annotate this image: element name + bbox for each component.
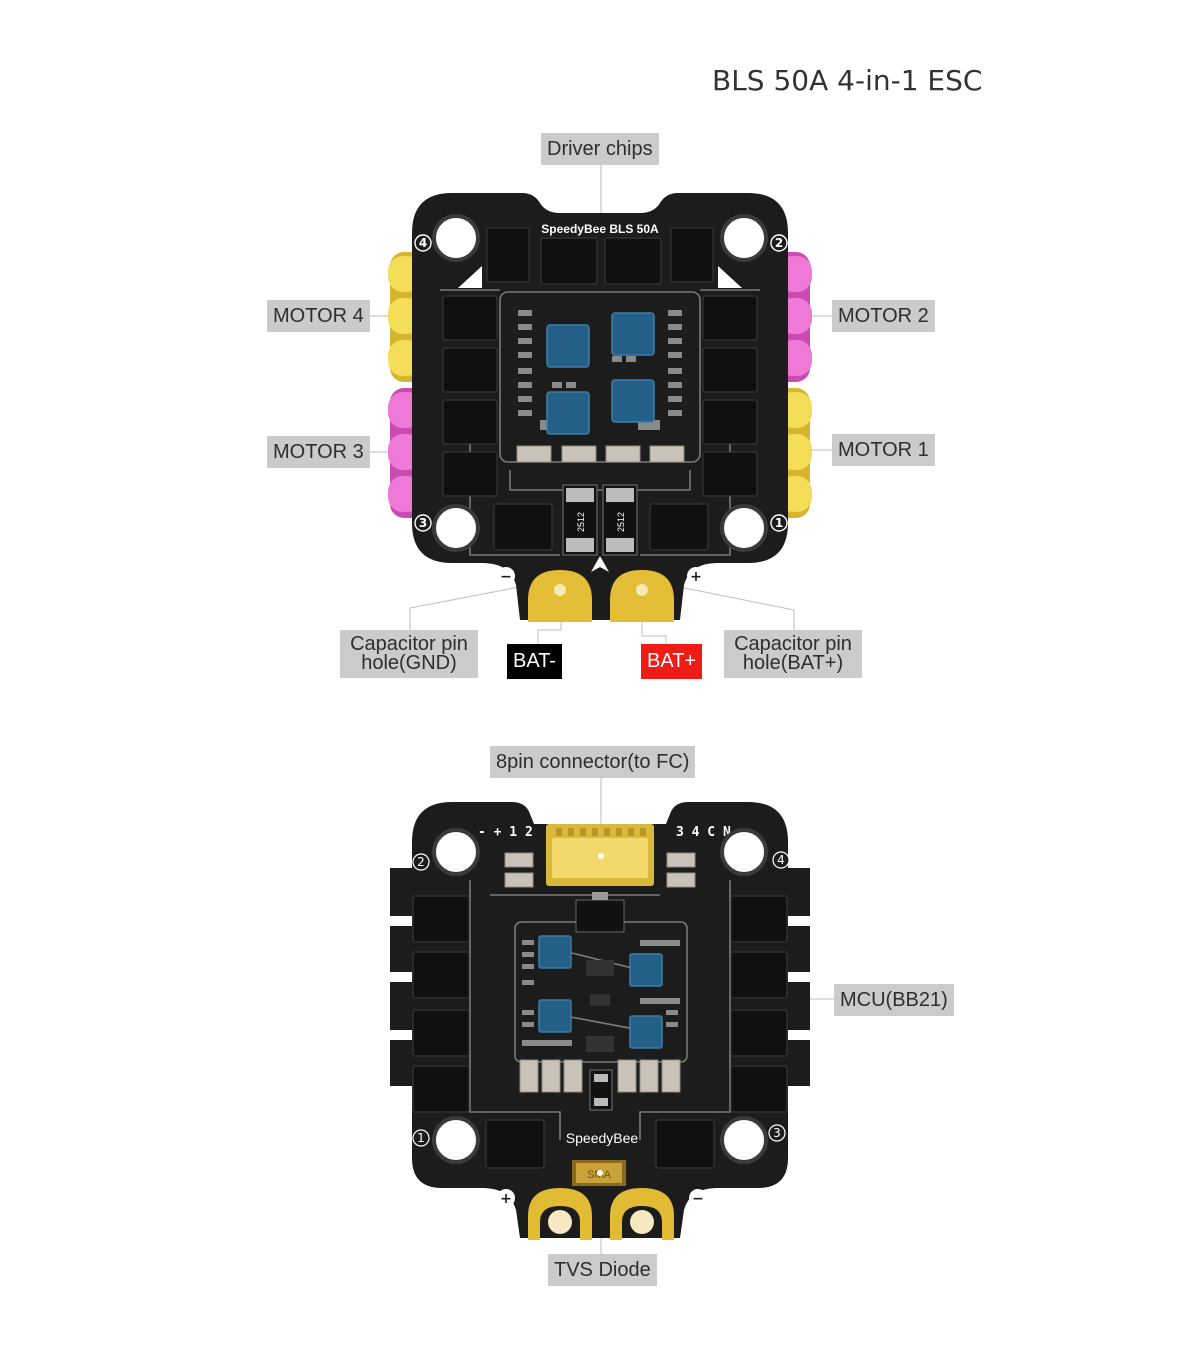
bottom-board: - + 1 2 3 4 C N 2 4 1 3 [390,775,836,1256]
bottom-center-part [589,1069,613,1111]
leader-cap-bat [659,582,795,630]
resistor-label-left: 2512 [576,512,586,532]
silk-right: 3 4 C N [676,825,731,840]
bat-plus-label: BAT+ [641,644,703,679]
top-caps-row [516,445,685,463]
callout-cap-gnd: Capacitor pin hole(GND) [340,630,478,678]
top-triangle-right [718,266,742,288]
top-smd-parts [518,310,682,430]
bottom-plus-icon: + [500,1191,512,1207]
top-corner-1: 1 [775,516,783,530]
top-mounting-holes [432,214,768,552]
cap-gnd-line2: hole(GND) [361,652,457,674]
cap-gnd-line1: Capacitor pin [350,633,468,655]
bottom-corner-2: 2 [417,855,425,869]
top-triangle-left [458,266,482,288]
callout-motor4: MOTOR 4 [267,300,370,332]
leader-cap-gnd [409,582,541,630]
bat-minus-label: BAT- [507,644,562,679]
mcu-chips [538,935,663,1049]
top-corner-4: 4 [419,236,427,250]
connector-caps [504,852,696,888]
callout-motor1: MOTOR 1 [832,434,935,466]
shunt-resistors: 2512 2512 [562,484,638,556]
bottom-battery-pads [528,1188,674,1240]
page-title: BLS 50A 4-in-1 ESC [712,64,983,97]
resistor-label-right: 2512 [616,512,626,532]
fc-connector [546,824,654,886]
top-corner-2: 2 [775,236,783,250]
top-mosfets [442,227,758,551]
top-minus-icon: − [500,569,512,585]
bottom-smd-parts [522,940,680,1052]
driver-chips [546,312,655,435]
callout-motor3: MOTOR 3 [267,436,370,468]
battery-pads [528,570,674,622]
bottom-mosfets [412,895,788,1169]
tvs-diode: SMA [572,1160,626,1186]
callout-cap-bat: Capacitor pin hole(BAT+) [724,630,862,678]
top-board: 4 2 3 1 SpeedyBee BLS 50A [364,163,834,644]
cap-bat-line2: hole(BAT+) [742,652,844,674]
bottom-mounting-holes [432,828,768,1164]
callout-tvs: TVS Diode [548,1254,657,1286]
bottom-corner-1: 1 [417,1131,425,1145]
callout-mcu: MCU(BB21) [834,984,954,1016]
bottom-corner-4: 4 [777,853,785,867]
callout-motor2: MOTOR 2 [832,300,935,332]
bottom-brand-label: SpeedyBee [566,1130,639,1146]
top-brand-label: SpeedyBee BLS 50A [541,222,659,236]
bottom-minus-icon: − [692,1191,704,1207]
callout-driver-chips: Driver chips [541,133,659,165]
bottom-corner-3: 3 [773,1126,781,1140]
top-arrow-icon [591,556,609,572]
cap-bat-line1: Capacitor pin [734,633,852,655]
callout-connector: 8pin connector(to FC) [490,746,696,778]
top-corner-3: 3 [419,516,427,530]
bottom-caps-row [519,1059,681,1093]
silk-left: - + 1 2 [478,825,533,840]
regulator [575,892,625,933]
top-plus-icon: + [690,569,702,585]
